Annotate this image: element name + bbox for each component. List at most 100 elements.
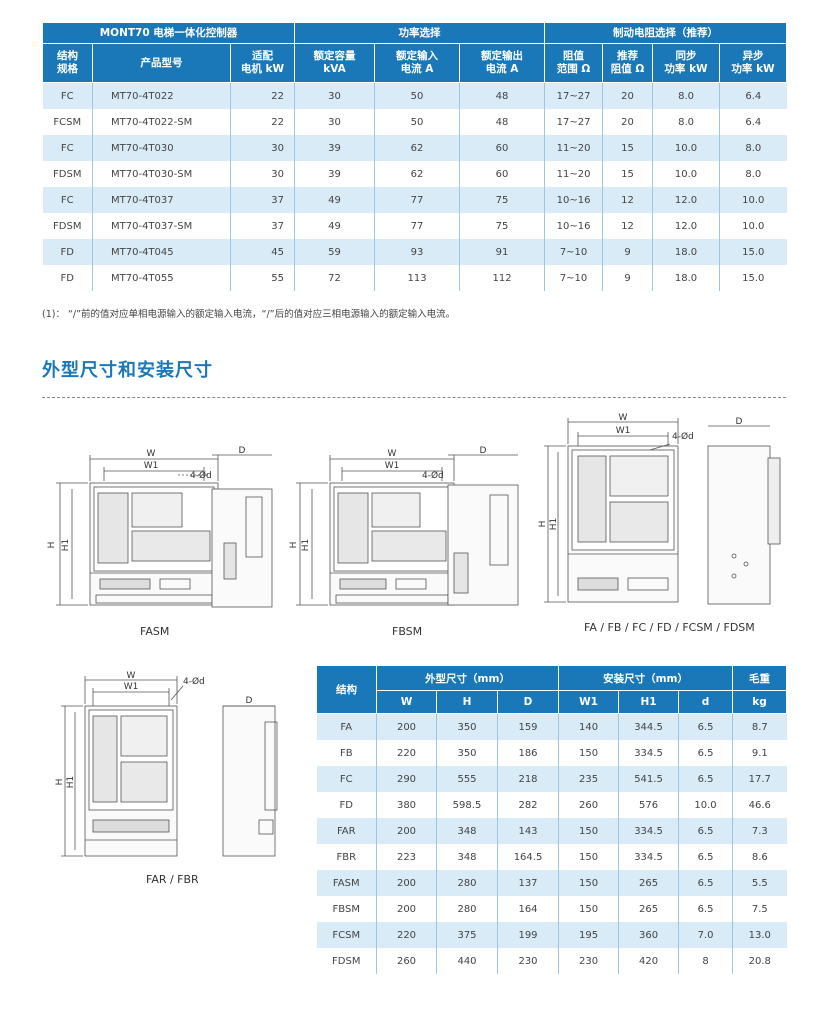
spec-col-header: 额定输入 电流 A	[374, 43, 461, 83]
table-cell: 6.4	[719, 109, 787, 135]
group-header-brake-resistor: 制动电阻选择（推荐）	[544, 22, 788, 44]
table-cell: 164.5	[497, 844, 560, 870]
table-cell: 200	[376, 818, 437, 844]
table-cell: 39	[294, 135, 376, 161]
table-cell: 8.7	[732, 713, 787, 740]
table-cell: 9	[602, 265, 654, 291]
table-cell: 280	[436, 870, 498, 896]
table-cell: 55	[230, 265, 296, 291]
table-cell: MT70-4T022-SM	[92, 109, 231, 135]
dims-col-header: H1	[618, 690, 680, 714]
table-cell: FA	[316, 713, 377, 740]
table-cell: 62	[374, 161, 461, 187]
table-cell: 334.5	[618, 844, 680, 870]
table-cell: 50	[374, 109, 461, 135]
table-cell: 22	[230, 109, 296, 135]
table-cell: 20.8	[732, 948, 787, 974]
dim-label-h: H	[538, 521, 548, 528]
dims-header-mounting: 安装尺寸（mm）	[558, 665, 734, 691]
table-cell: 72	[294, 265, 376, 291]
dims-header-weight: 毛重	[732, 665, 788, 691]
table-cell: 48	[459, 82, 546, 109]
table-cell: 75	[459, 213, 546, 239]
table-cell: 8.0	[652, 82, 721, 109]
table-cell: 350	[436, 713, 498, 740]
table-cell: 60	[459, 161, 546, 187]
caption-fasm: FASM	[140, 625, 170, 638]
table-cell: 30	[230, 161, 296, 187]
dim-label-h1: H1	[549, 518, 559, 531]
table-cell: 150	[558, 740, 620, 766]
table-cell: 7.5	[732, 896, 787, 922]
spec-col-header: 阻值 范围 Ω	[544, 43, 604, 83]
table-cell: 7~10	[544, 265, 604, 291]
table-cell: 48	[459, 109, 546, 135]
table-cell: FDSM	[42, 161, 93, 187]
table-cell: 30	[294, 109, 376, 135]
dim-label-h1: H1	[301, 539, 311, 552]
table-cell: 9.1	[732, 740, 787, 766]
caption-fbsm: FBSM	[392, 625, 423, 638]
table-cell: 9	[602, 239, 654, 265]
dim-label-w1: W1	[124, 682, 139, 692]
table-cell: FC	[42, 82, 93, 109]
table-cell: 6.5	[678, 818, 734, 844]
table-cell: 17~27	[544, 82, 604, 109]
table-cell: MT70-4T037	[92, 187, 231, 213]
table-cell: 576	[618, 792, 680, 818]
spec-col-header: 产品型号	[92, 43, 231, 83]
table-cell: 265	[618, 896, 680, 922]
table-cell: 6.5	[678, 870, 734, 896]
table-cell: 223	[376, 844, 437, 870]
table-cell: MT70-4T022	[92, 82, 231, 109]
table-cell: 77	[374, 187, 461, 213]
table-cell: FC	[42, 135, 93, 161]
table-cell: 37	[230, 187, 296, 213]
table-cell: 113	[374, 265, 461, 291]
table-cell: 17.7	[732, 766, 787, 792]
dim-label-w1: W1	[144, 461, 159, 471]
table-cell: 12.0	[652, 187, 721, 213]
dim-label-hole: 4-Ød	[422, 470, 444, 481]
table-cell: 75	[459, 187, 546, 213]
table-cell: FD	[42, 265, 93, 291]
table-cell: 195	[558, 922, 620, 948]
dim-label-hole: 4-Ød	[672, 431, 694, 442]
table-cell: FD	[316, 792, 377, 818]
table-cell: 12	[602, 213, 654, 239]
spec-col-header: 结构 规格	[42, 43, 93, 83]
table-cell: 12.0	[652, 213, 721, 239]
table-cell: MT70-4T030-SM	[92, 161, 231, 187]
table-cell: 13.0	[732, 922, 787, 948]
table-cell: 30	[230, 135, 296, 161]
table-cell: 230	[558, 948, 620, 974]
table-cell: 20	[602, 109, 654, 135]
table-cell: FASM	[316, 870, 377, 896]
table-cell: FD	[42, 239, 93, 265]
group-header-power: 功率选择	[294, 22, 546, 44]
table-cell: 348	[436, 844, 498, 870]
dims-header-structure: 结构	[316, 665, 377, 714]
footnote: (1)： “/”前的值对应单相电源输入的额定输入电流，“/”后的值对应三相电源输…	[42, 309, 456, 320]
table-cell: 6.5	[678, 713, 734, 740]
dim-label-h: H	[55, 779, 65, 786]
table-cell: 375	[436, 922, 498, 948]
table-cell: FCSM	[316, 922, 377, 948]
dim-label-h1: H1	[66, 776, 76, 789]
drawing-fa-fb-fc-fd: W W1 D 4-Ød H H1	[538, 413, 781, 605]
drawing-far-fbr: W W1 D 4-Ød H H1	[55, 671, 278, 857]
dim-label-w: W	[388, 449, 397, 459]
table-cell: 77	[374, 213, 461, 239]
table-cell: 150	[558, 844, 620, 870]
table-cell: 10.0	[719, 213, 787, 239]
table-cell: 282	[497, 792, 560, 818]
table-cell: 380	[376, 792, 437, 818]
table-cell: 186	[497, 740, 560, 766]
spec-col-header: 同步 功率 kW	[652, 43, 721, 83]
table-cell: 7.0	[678, 922, 734, 948]
